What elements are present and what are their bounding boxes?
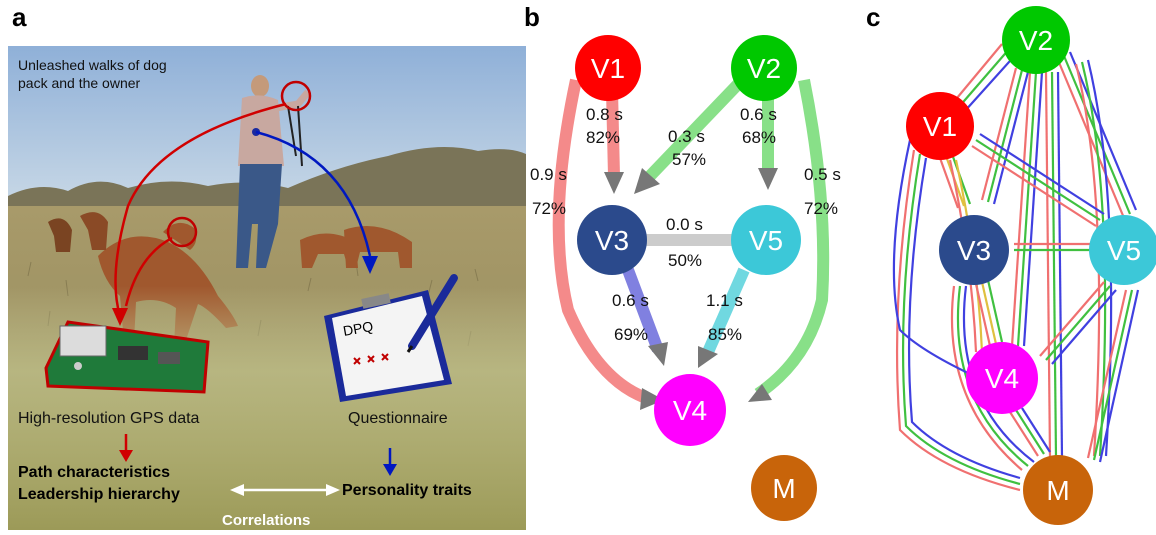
- gps-device-illustration: [44, 320, 210, 394]
- node-c-v1-label: V1: [923, 111, 957, 142]
- panel-label-a: a: [12, 2, 27, 32]
- edge-v5-v4: [702, 267, 750, 355]
- node-m-label: M: [772, 473, 795, 504]
- edge-label-v1-v4-time: 0.9 s: [530, 165, 567, 184]
- node-c-v5-label: V5: [1107, 235, 1141, 266]
- node-m: [751, 455, 817, 521]
- clipboard-label: DPQ: [342, 318, 375, 339]
- blue-curve-arrow: [255, 130, 372, 257]
- edge-label-v1-v3-time: 0.8 s: [586, 105, 623, 124]
- node-v5: [731, 205, 801, 275]
- edge-label-v5-v4-time: 1.1 s: [706, 291, 743, 310]
- panel-b-network: 0.8 s 82% 0.3 s 57% 0.6 s 68% 0.9 s 72% …: [530, 35, 841, 521]
- caption-top-line-2: pack and the owner: [18, 75, 141, 91]
- red-curve-arrow: [114, 102, 287, 317]
- node-v3: [577, 205, 647, 275]
- owner-gps-circle: [280, 80, 312, 112]
- edge-label-v2-v3-pct: 57%: [672, 150, 706, 169]
- personality-traits-label: Personality traits: [342, 482, 472, 499]
- edge-label-v1-v3-pct: 82%: [586, 128, 620, 147]
- node-c-m: [1023, 455, 1093, 525]
- edge-v1-v3: [606, 89, 620, 177]
- node-v4: [654, 374, 726, 446]
- panel-label-c: c: [866, 2, 881, 32]
- edge-label-v5-v4-pct: 85%: [708, 325, 742, 344]
- edge-label-v2-v5-time: 0.6 s: [740, 105, 777, 124]
- node-v4-label: V4: [673, 395, 707, 426]
- edge-v1-v4: [552, 78, 649, 404]
- node-v2-label: V2: [747, 53, 781, 84]
- node-v3-label: V3: [595, 225, 629, 256]
- node-c-v2-label: V2: [1019, 25, 1053, 56]
- caption-top: Unleashed walks of dog pack and the owne…: [18, 56, 167, 92]
- node-c-v5: [1089, 215, 1156, 285]
- questionnaire-label: Questionnaire: [348, 410, 448, 427]
- edge-label-v3-v4-time: 0.6 s: [612, 291, 649, 310]
- node-c-v4: [966, 342, 1038, 414]
- panel-a-illustration: DPQ: [8, 46, 526, 530]
- edge-v3-v4: [622, 267, 664, 353]
- node-c-v2: [1002, 6, 1070, 74]
- node-c-v3-label: V3: [957, 235, 991, 266]
- owner-figure: [236, 75, 311, 268]
- edge-label-v3-v5-time: 0.0 s: [666, 215, 703, 234]
- node-c-v3: [939, 215, 1009, 285]
- panel-c-network: V2 V1 V3 V5 V4 M: [892, 6, 1156, 525]
- node-c-v1: [906, 92, 974, 160]
- edge-label-v1-v4-pct: 72%: [532, 199, 566, 218]
- panel-a-photo: DPQ Unleashed walks of dog pack and the …: [8, 46, 526, 530]
- edge-label-v2-v4-time: 0.5 s: [804, 165, 841, 184]
- dog-gps-circle: [166, 216, 198, 248]
- edge-label-v2-v3-time: 0.3 s: [668, 127, 705, 146]
- panel-label-b: b: [524, 2, 540, 32]
- node-c-v4-label: V4: [985, 363, 1019, 394]
- correlations-label: Correlations: [222, 512, 311, 529]
- node-v5-label: V5: [749, 225, 783, 256]
- edge-v2-v3: [645, 75, 747, 181]
- node-v2: [731, 35, 797, 101]
- path-characteristics-label: Path characteristics: [18, 464, 171, 481]
- edge-label-v2-v4-pct: 72%: [804, 199, 838, 218]
- leadership-hierarchy-label: Leadership hierarchy: [18, 486, 180, 503]
- clipboard-illustration: DPQ: [324, 274, 458, 402]
- node-v1: [575, 35, 641, 101]
- node-c-m-label: M: [1046, 475, 1069, 506]
- edge-label-v3-v4-pct: 69%: [614, 325, 648, 344]
- edge-label-v2-v5-pct: 68%: [742, 128, 776, 147]
- node-v1-label: V1: [591, 53, 625, 84]
- edge-v2-v4: [754, 78, 830, 399]
- edge-label-v3-v5-pct: 50%: [668, 251, 702, 270]
- caption-top-line-1: Unleashed walks of dog: [18, 57, 167, 73]
- gps-label: High-resolution GPS data: [18, 410, 200, 427]
